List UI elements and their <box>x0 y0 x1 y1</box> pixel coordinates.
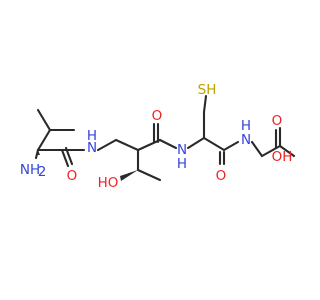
molecule-structure-diagram: NH 2 O N H O HO N H SH O N H O OH <box>20 82 296 191</box>
hydroxyl-ho-label: HO <box>98 175 119 191</box>
bond <box>114 138 140 152</box>
bond <box>186 136 206 150</box>
carbonyl-o4-label: O <box>272 113 283 129</box>
bond <box>202 136 226 152</box>
wedge-bond <box>120 170 138 181</box>
carbonyl-o3-label: O <box>216 168 227 184</box>
amide-n1-h-label: H <box>87 128 97 144</box>
bond <box>34 148 40 160</box>
hydroxyl-oh-label: OH <box>272 149 293 165</box>
amide-n1-label: N <box>87 140 97 156</box>
amine-n-label: NH <box>20 162 40 178</box>
bond <box>222 140 240 152</box>
amide-n3-label: N <box>241 132 251 148</box>
bond <box>250 140 264 158</box>
thiol-sh-label: SH <box>198 82 217 98</box>
bond <box>136 168 162 182</box>
bond <box>136 138 162 152</box>
amide-n2-h-label: H <box>177 156 187 172</box>
bond <box>60 148 70 168</box>
molecule-svg: NH 2 O N H O HO N H SH O N H O OH <box>20 82 296 191</box>
bond <box>36 128 52 152</box>
bond <box>96 138 118 152</box>
bond <box>158 138 178 150</box>
amine-h2-label: 2 <box>38 164 47 180</box>
bond <box>278 144 296 158</box>
bond <box>202 94 208 114</box>
amide-n3-h-label: H <box>241 118 251 134</box>
carbonyl-o2-label: O <box>152 108 163 124</box>
bond <box>36 108 52 132</box>
amide-n2-label: N <box>177 142 187 158</box>
carbonyl-o1-label: O <box>67 168 78 184</box>
